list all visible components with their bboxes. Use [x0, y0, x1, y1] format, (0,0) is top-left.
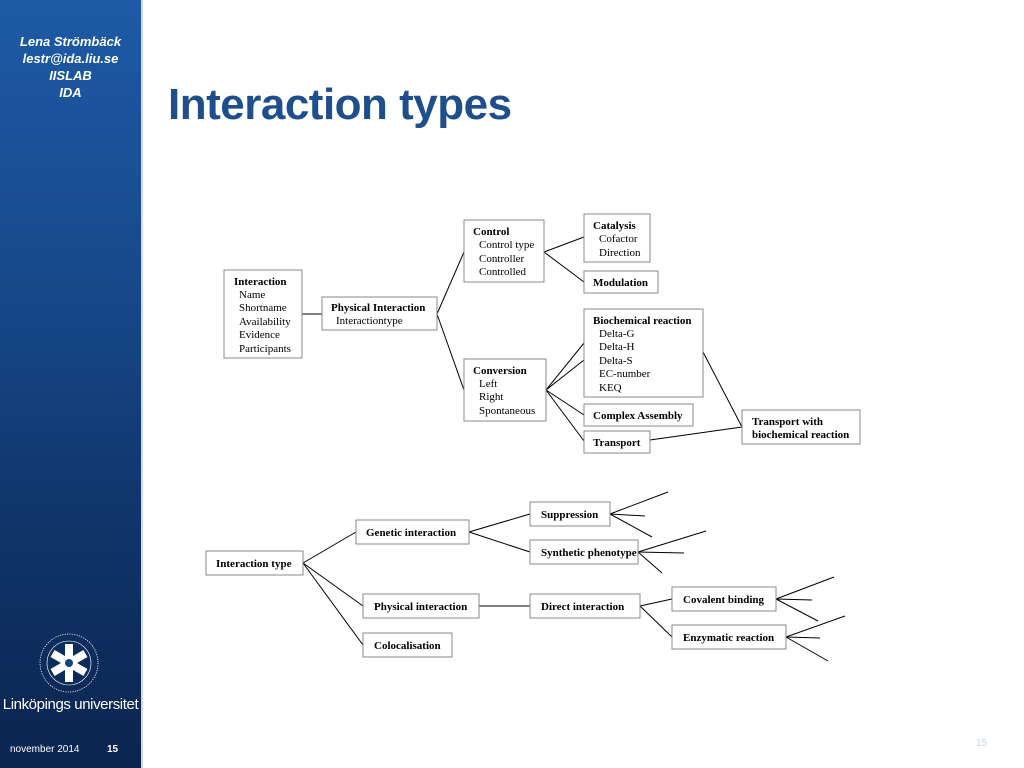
- biochemical-reaction-field: Delta-G: [599, 328, 634, 340]
- footer-date: november 2014: [10, 744, 80, 755]
- direct-interaction-node: Direct interaction: [529, 593, 641, 619]
- transport-class-box: Transport: [583, 430, 651, 454]
- biochemical-reaction-field: Delta-S: [599, 355, 633, 367]
- author-email: lestr@ida.liu.se: [22, 50, 119, 66]
- control-class-box: Control Control type Controller Controll…: [463, 219, 545, 283]
- complex-assembly-class-title: Complex Assembly: [593, 410, 683, 422]
- transport-biochemical-title-line1: Transport with: [752, 416, 823, 428]
- biochemical-reaction-class-box: Biochemical reaction Delta-G Delta-H Del…: [583, 308, 704, 398]
- control-field: Control type: [479, 239, 534, 251]
- conversion-field: Left: [479, 378, 497, 390]
- catalysis-field: Cofactor: [599, 233, 638, 245]
- university-name: Linköpings universitet: [2, 696, 139, 713]
- diagram1-connectors: [302, 236, 743, 442]
- modulation-class-title: Modulation: [593, 277, 648, 289]
- biochemical-reaction-field: Delta-H: [599, 341, 634, 353]
- transport-biochemical-title-line2: biochemical reaction: [752, 429, 849, 441]
- interaction-field: Evidence: [239, 329, 280, 341]
- biochemical-reaction-field: EC-number: [599, 368, 651, 380]
- colocalisation-label: Colocalisation: [374, 640, 441, 652]
- genetic-interaction-label: Genetic interaction: [366, 527, 456, 539]
- physical-interaction-label: Physical interaction: [374, 601, 467, 613]
- physical-interaction-field: Interactiontype: [336, 315, 403, 327]
- physical-interaction-class-box: Physical Interaction Interactiontype: [321, 296, 438, 331]
- control-field: Controlled: [479, 266, 527, 278]
- author-block: Lena Strömbäck lestr@ida.liu.se IISLAB I…: [0, 34, 141, 102]
- biochemical-reaction-class-title: Biochemical reaction: [593, 315, 691, 327]
- enzymatic-reaction-label: Enzymatic reaction: [683, 632, 774, 644]
- interaction-field: Name: [239, 289, 265, 301]
- department-name: IDA: [59, 84, 82, 100]
- footer-page: 15: [107, 744, 119, 755]
- conversion-field: Spontaneous: [479, 405, 535, 417]
- sidebar-divider: [141, 0, 143, 768]
- physical-interaction-class-title: Physical Interaction: [331, 302, 425, 314]
- enzymatic-reaction-node: Enzymatic reaction: [671, 624, 787, 650]
- synthetic-phenotype-label: Synthetic phenotype: [541, 547, 637, 559]
- catalysis-class-box: Catalysis Cofactor Direction: [583, 213, 651, 263]
- transport-class-title: Transport: [593, 437, 641, 449]
- university-logo-icon: [39, 633, 99, 693]
- genetic-interaction-node: Genetic interaction: [355, 519, 470, 545]
- control-class-title: Control: [473, 226, 509, 238]
- catalysis-field: Direction: [599, 247, 641, 259]
- control-field: Controller: [479, 253, 525, 265]
- direct-interaction-label: Direct interaction: [541, 601, 624, 613]
- interaction-type-node: Interaction type: [205, 550, 304, 576]
- interaction-class-box: Interaction Name Shortname Availability …: [223, 269, 303, 359]
- interaction-field: Participants: [239, 343, 291, 355]
- conversion-field: Right: [479, 391, 503, 403]
- colocalisation-node: Colocalisation: [362, 632, 453, 658]
- lab-name: IISLAB: [49, 67, 92, 83]
- physical-interaction-node: Physical interaction: [362, 593, 480, 619]
- covalent-binding-label: Covalent binding: [683, 594, 764, 606]
- synthetic-phenotype-node: Synthetic phenotype: [529, 539, 639, 565]
- modulation-class-box: Modulation: [583, 270, 659, 294]
- catalysis-class-title: Catalysis: [593, 220, 637, 232]
- sidebar: [0, 0, 141, 768]
- transport-biochemical-class-box: Transport with biochemical reaction: [741, 409, 861, 445]
- interaction-field: Shortname: [239, 302, 287, 314]
- author-name: Lena Strömbäck: [19, 34, 122, 49]
- page-number: 15: [976, 738, 988, 749]
- conversion-class-title: Conversion: [473, 365, 527, 377]
- diagram2-connectors: [302, 491, 846, 662]
- suppression-label: Suppression: [541, 509, 598, 521]
- biochemical-reaction-field: KEQ: [599, 382, 622, 394]
- conversion-class-box: Conversion Left Right Spontaneous: [463, 358, 547, 422]
- suppression-node: Suppression: [529, 501, 611, 527]
- interaction-type-label: Interaction type: [216, 558, 292, 570]
- interaction-class-title: Interaction: [234, 276, 287, 288]
- slide-title: Interaction types: [168, 80, 512, 129]
- covalent-binding-node: Covalent binding: [671, 586, 777, 612]
- complex-assembly-class-box: Complex Assembly: [583, 403, 694, 427]
- interaction-field: Availability: [239, 316, 291, 328]
